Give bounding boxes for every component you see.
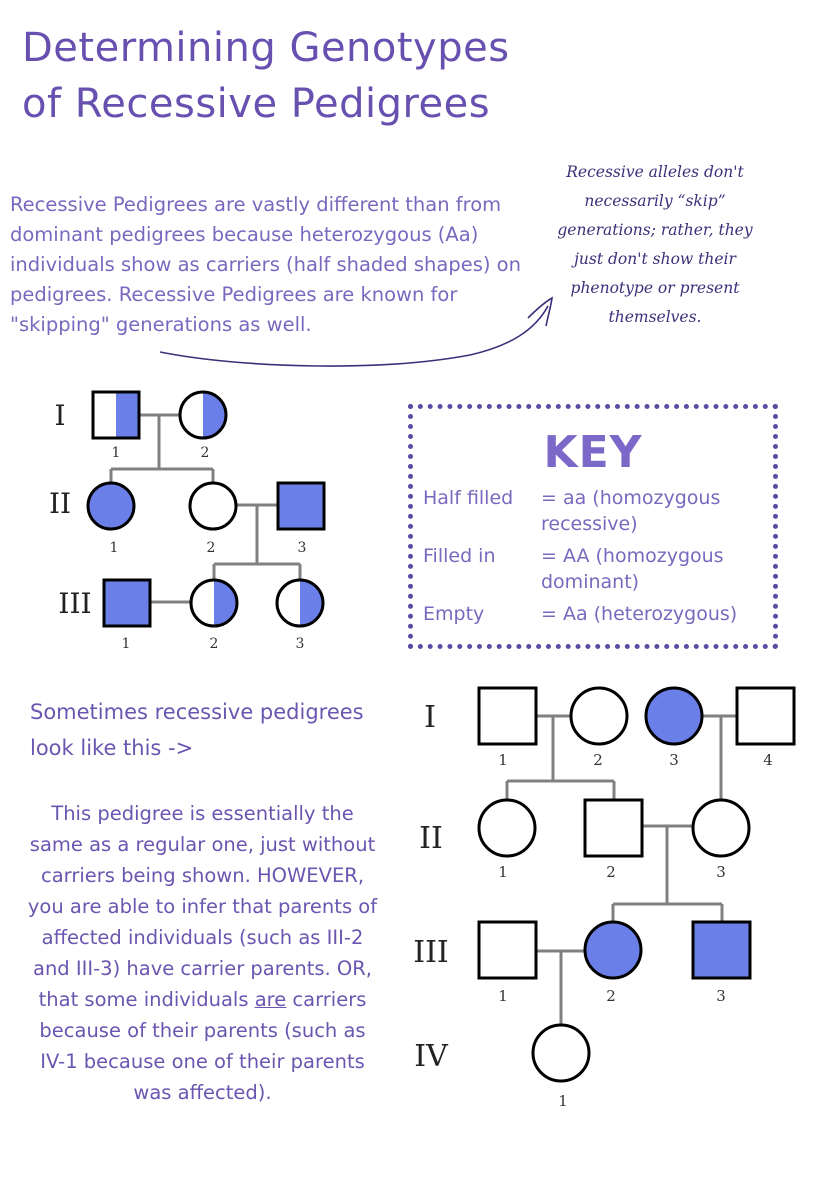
individual-number: 2 bbox=[606, 987, 616, 1005]
title-line-2: of Recessive Pedigrees bbox=[22, 81, 491, 127]
individual-number: 4 bbox=[763, 751, 773, 769]
individual-number: 3 bbox=[296, 636, 305, 652]
generation-label: I bbox=[424, 700, 436, 735]
individual-number: 1 bbox=[110, 540, 119, 556]
individual-I-2 bbox=[178, 390, 228, 440]
individual-number: 2 bbox=[207, 540, 216, 556]
individual-II-2 bbox=[188, 481, 238, 531]
generation-label: III bbox=[58, 587, 91, 620]
key-label: Half filled bbox=[423, 487, 514, 509]
individual-III-1 bbox=[477, 920, 538, 980]
generation-label: III bbox=[413, 935, 449, 970]
key-label: Empty bbox=[423, 603, 485, 625]
individual-II-3 bbox=[276, 481, 326, 531]
individual-number: 1 bbox=[558, 1092, 568, 1110]
individual-III-2 bbox=[583, 920, 643, 980]
individual-number: 3 bbox=[669, 751, 679, 769]
individual-III-3 bbox=[691, 920, 752, 980]
individual-II-1 bbox=[477, 798, 537, 858]
key-label: Filled in bbox=[423, 545, 496, 567]
individual-II-3 bbox=[691, 798, 751, 858]
intro-paragraph: Recessive Pedigrees are vastly different… bbox=[10, 193, 521, 336]
individual-I-1 bbox=[91, 390, 141, 440]
individual-II-1 bbox=[86, 481, 136, 531]
side-note: Recessive alleles don't necessarily “ski… bbox=[557, 163, 753, 326]
key-title: KEY bbox=[543, 427, 643, 478]
individual-number: 1 bbox=[122, 636, 131, 652]
key-value: = AA (homozygous dominant) bbox=[541, 545, 724, 593]
individual-number: 2 bbox=[201, 445, 210, 461]
individual-III-2 bbox=[189, 578, 239, 628]
generation-label: II bbox=[419, 821, 443, 856]
individual-II-2 bbox=[583, 798, 644, 858]
pedigree-lines bbox=[109, 413, 302, 604]
side-explanation: This pedigree is essentially the same as… bbox=[25, 798, 380, 1108]
individual-III-3 bbox=[275, 578, 325, 628]
key-legend: KEY Half filled = aa (homozygous recessi… bbox=[408, 404, 778, 649]
individual-I-1 bbox=[477, 686, 538, 746]
side-heading: Sometimes recessive pedigrees look like … bbox=[30, 700, 364, 760]
individual-number: 1 bbox=[498, 751, 508, 769]
side-text-part: This pedigree is essentially the same as… bbox=[27, 802, 378, 1011]
pedigree-lines bbox=[505, 714, 737, 1030]
individual-number: 2 bbox=[210, 636, 219, 652]
title-line-1: Determining Genotypes bbox=[22, 25, 510, 71]
side-text-part: carriers because of their parents (such … bbox=[39, 988, 367, 1104]
curved-arrow-icon bbox=[159, 296, 553, 367]
individual-number: 1 bbox=[112, 445, 121, 461]
individual-I-4 bbox=[735, 686, 796, 746]
generation-label: IV bbox=[414, 1039, 449, 1074]
generation-label: I bbox=[54, 399, 65, 432]
pedigree-without-carriers: I II III IV 1 2 3 4 1 2 3 bbox=[413, 686, 796, 1110]
individual-I-2 bbox=[569, 686, 629, 746]
individual-number: 3 bbox=[716, 863, 726, 881]
generation-label: II bbox=[49, 487, 71, 520]
individual-number: 3 bbox=[298, 540, 307, 556]
pedigree-with-carriers: I II III 1 bbox=[49, 390, 326, 652]
individual-number: 1 bbox=[498, 863, 508, 881]
individual-number: 2 bbox=[593, 751, 603, 769]
side-text-underlined: are bbox=[254, 988, 287, 1011]
key-value: = Aa (heterozygous) bbox=[541, 603, 738, 625]
individual-III-1 bbox=[102, 578, 152, 628]
page-title: Determining Genotypes of Recessive Pedig… bbox=[22, 20, 510, 132]
individual-IV-1 bbox=[531, 1023, 591, 1083]
key-value: = aa (homozygous recessive) bbox=[541, 487, 721, 535]
individual-I-3 bbox=[644, 686, 704, 746]
individual-number: 2 bbox=[606, 863, 616, 881]
individual-number: 1 bbox=[498, 987, 508, 1005]
individual-number: 3 bbox=[716, 987, 726, 1005]
